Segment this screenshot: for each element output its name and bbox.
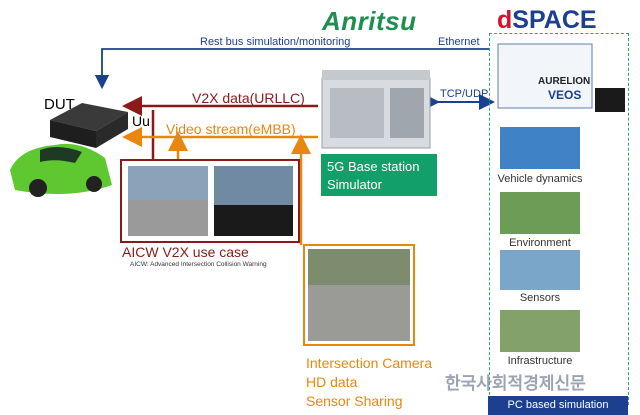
v2x-data-label: V2X data(URLLC): [192, 90, 305, 106]
aicw-title: AICW V2X use case: [122, 244, 249, 260]
dspace-logo: dSPACE: [497, 6, 597, 35]
dut-device: [50, 103, 128, 131]
dut-label: DUT: [44, 96, 75, 113]
anritsu-logo: Anritsu: [322, 6, 417, 36]
veos-label: VEOS: [548, 88, 582, 102]
base-station-label: 5G Base station Simulator: [321, 154, 437, 196]
watermark: 한국사회적경제신문: [445, 374, 586, 393]
intersection-labels: Intersection Camera HD data Sensor Shari…: [306, 354, 432, 411]
aurelion-label: AURELION: [538, 76, 591, 87]
panel-item-sensors: Sensors: [519, 292, 561, 304]
video-stream-label: Video stream(eMBB): [166, 121, 296, 137]
intersection-box: [303, 244, 415, 346]
veos-box: [497, 43, 593, 109]
base-station-line2: Simulator: [327, 177, 382, 192]
panel-item-environment: Environment: [509, 237, 571, 249]
aicw-subtitle: AICW: Advanced Intersection Collision Wa…: [130, 261, 267, 268]
pc-based-simulation-label: PC based simulation: [488, 396, 628, 415]
rest-bus-label: Rest bus simulation/monitoring: [200, 36, 351, 48]
ethernet-label: Ethernet: [438, 36, 480, 48]
aicw-box: [120, 159, 300, 243]
panel-item-infrastructure: Infrastructure: [507, 355, 573, 367]
infrastructure-image: [500, 310, 580, 352]
rest-bus-line: [94, 48, 489, 90]
base-station-line1: 5G Base station: [327, 159, 420, 174]
environment-image: [500, 192, 580, 234]
pc-tower: [595, 88, 625, 112]
dspace-logo-rest: SPACE: [512, 6, 597, 34]
intersection-line1: Intersection Camera: [306, 355, 433, 371]
sensors-image: [500, 250, 580, 290]
dspace-logo-d: d: [497, 6, 513, 34]
intersection-line2: HD data: [306, 374, 358, 390]
tcp-udp-label: TCP/UDP: [440, 88, 489, 100]
vehicle-dynamics-image: [500, 127, 580, 169]
intersection-line3: Sensor Sharing: [306, 393, 403, 409]
uu-label: Uu: [132, 113, 150, 129]
panel-item-vehicle-dynamics: Vehicle dynamics: [497, 173, 583, 185]
